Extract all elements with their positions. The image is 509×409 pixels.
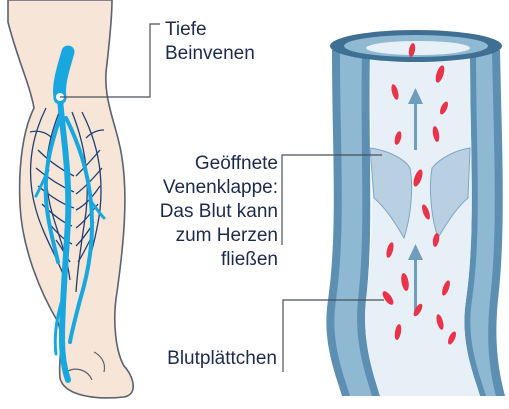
platelets-label: Blutplättchen (167, 347, 277, 371)
deep-veins-label: Tiefe Beinvenen (165, 18, 255, 66)
vein-lumen (365, 50, 480, 396)
vein-cross-section (326, 30, 505, 396)
open-valve-label: Geöffnete Venenklappe: Das Blut kann zum… (160, 152, 278, 272)
leg-illustration (8, 0, 133, 398)
